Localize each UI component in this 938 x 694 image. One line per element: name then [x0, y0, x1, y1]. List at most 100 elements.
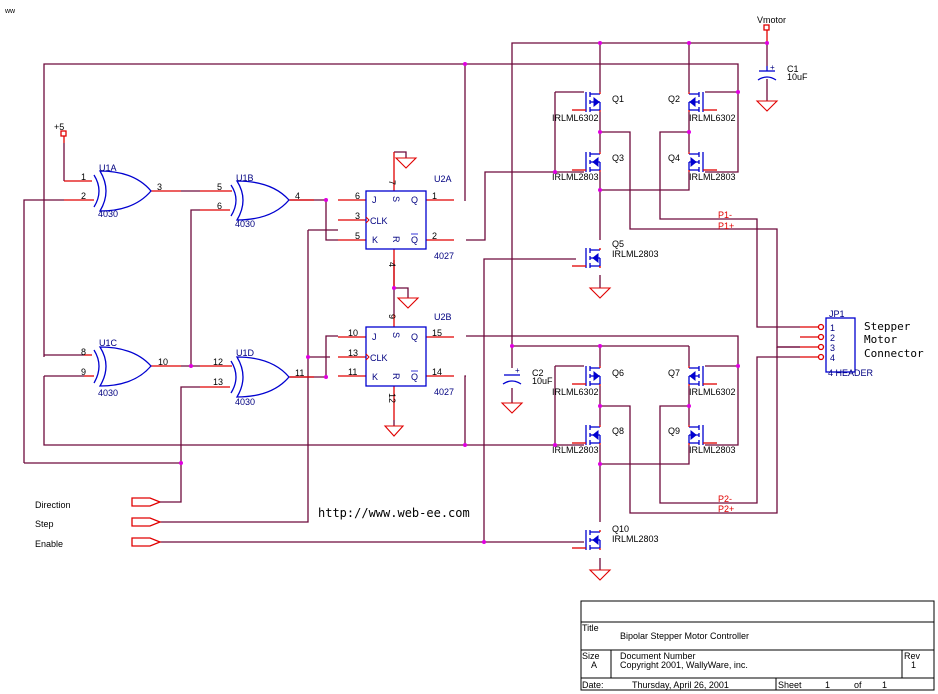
u2a-qbar-label: Q — [411, 235, 418, 245]
jp1-type: 4 HEADER — [828, 368, 874, 378]
u2b-pin-qbar: 14 — [432, 367, 442, 377]
rev-label: Rev — [904, 651, 921, 661]
u2a-pin-clk: 3 — [355, 211, 360, 221]
pin-icon — [817, 333, 825, 341]
u2b-pin-k: 11 — [348, 367, 357, 377]
website-url[interactable]: http://www.web-ee.com — [318, 506, 470, 520]
jp1-pin3: 3 — [830, 343, 835, 353]
u1b-type: 4030 — [235, 219, 255, 229]
xor-gate-u1b — [230, 180, 290, 221]
svg-text:+: + — [770, 63, 775, 72]
u1b-ref: U1B — [236, 173, 254, 183]
u2b-k-label: K — [372, 372, 378, 382]
u2a-r-label: R — [391, 236, 401, 243]
vmotor-port-icon — [763, 24, 770, 31]
ground-icon — [383, 425, 405, 437]
pin-icon — [817, 343, 825, 351]
jp1-ref: JP1 — [829, 309, 845, 319]
sheet-label: Sheet — [778, 680, 802, 690]
u2b-clk-label: CLK — [370, 353, 388, 363]
u1a-pin2: 2 — [81, 191, 86, 201]
corner-mark: ww — [4, 8, 16, 15]
q8-ref: Q8 — [612, 426, 624, 436]
mosfet-q8-icon — [572, 425, 601, 445]
u2a-ref: U2A — [434, 174, 452, 184]
xor-gate-u1c — [93, 346, 152, 387]
net-p2-minus: P2- — [718, 494, 732, 504]
ground-icon — [500, 402, 524, 414]
q9-part: IRLML2803 — [689, 445, 736, 455]
q4-part: IRLML2803 — [689, 172, 736, 182]
input-step[interactable] — [131, 517, 162, 527]
date-value: Thursday, April 26, 2001 — [632, 680, 729, 690]
input-port-icon — [131, 497, 162, 507]
u2b-s-label: S — [391, 332, 401, 338]
mosfet-arrow-icon — [592, 534, 599, 546]
u1c-pin8: 8 — [81, 347, 86, 357]
u2b-pin-r: 12 — [387, 393, 397, 403]
mosfets — [572, 92, 717, 550]
pin-stubs — [63, 30, 818, 420]
q2-ref: Q2 — [668, 94, 680, 104]
input-port-icon — [131, 517, 162, 527]
title-value: Bipolar Stepper Motor Controller — [620, 631, 749, 641]
docnum-value: Copyright 2001, WallyWare, inc. — [620, 660, 748, 670]
mosfet-q10-icon — [572, 530, 601, 550]
u2b-q-label: Q — [411, 332, 418, 342]
q1-part: IRLML6302 — [552, 113, 599, 123]
xor-gate-u1d — [230, 356, 290, 398]
junctions — [179, 41, 769, 544]
mosfet-arrow-icon — [592, 252, 599, 264]
net-p1-minus: P1- — [718, 210, 732, 220]
mosfet-arrow-icon — [690, 429, 697, 441]
mosfet-q1-icon — [572, 92, 601, 112]
mosfet-arrow-icon — [690, 156, 697, 168]
q4-ref: Q4 — [668, 153, 680, 163]
u2b-type: 4027 — [434, 387, 454, 397]
q8-part: IRLML2803 — [552, 445, 599, 455]
u1b-pin6: 6 — [217, 201, 222, 211]
u1a-ref: U1A — [99, 163, 117, 173]
mosfet-q7-icon — [688, 366, 717, 386]
mosfet-arrow-icon — [593, 370, 600, 382]
u1a-pin3: 3 — [157, 182, 162, 192]
pin-icon — [817, 353, 825, 361]
q7-part: IRLML6302 — [689, 387, 736, 397]
sheet-value: 1 — [825, 680, 830, 690]
capacitor-c1: + — [757, 63, 777, 81]
u2a-pin-qbar: 2 — [432, 231, 437, 241]
sheets-value: 1 — [882, 680, 887, 690]
c1-value: 10uF — [787, 72, 808, 82]
ground-symbols — [383, 100, 779, 581]
u1b-pin4: 4 — [295, 191, 300, 201]
q6-ref: Q6 — [612, 368, 624, 378]
wires — [23, 42, 800, 570]
u1c-type: 4030 — [98, 388, 118, 398]
connector-desc-1: Stepper — [864, 320, 911, 333]
input-direction[interactable] — [131, 497, 182, 507]
u2b-r-label: R — [391, 373, 401, 380]
q3-ref: Q3 — [612, 153, 624, 163]
u2a-clk-label: CLK — [370, 216, 388, 226]
u1a-pin1: 1 — [81, 172, 86, 182]
input-port-icon — [131, 537, 162, 547]
u2a-pin-k: 5 — [355, 231, 360, 241]
input-enable[interactable] — [131, 537, 162, 547]
mosfet-arrow-icon — [593, 96, 600, 108]
net-p2-plus: P2+ — [718, 504, 734, 514]
q10-part: IRLML2803 — [612, 534, 659, 544]
mosfet-arrow-icon — [689, 370, 696, 382]
q10-ref: Q10 — [612, 524, 629, 534]
date-label: Date: — [582, 680, 604, 690]
ground-icon — [588, 287, 612, 299]
mosfet-arrow-icon — [592, 156, 599, 168]
u1a-type: 4030 — [98, 209, 118, 219]
jp1-pin1: 1 — [830, 323, 835, 333]
mosfet-q4-icon — [688, 152, 717, 172]
u2b-qbar-label: Q — [411, 372, 418, 382]
u2b-pin-s: 9 — [387, 314, 397, 319]
size-value: A — [591, 660, 597, 670]
u2b-pin-q: 15 — [432, 328, 442, 338]
net-p1-plus: P1+ — [718, 221, 734, 231]
